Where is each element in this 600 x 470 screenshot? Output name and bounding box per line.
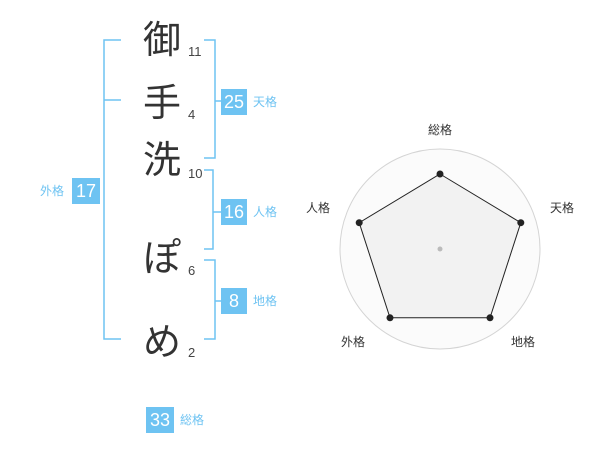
stroke-count-4: 6 bbox=[188, 263, 196, 278]
radar-point-3 bbox=[486, 314, 494, 322]
radar-label-tenkaku: 天格 bbox=[550, 200, 574, 215]
radar-label-gaikaku: 外格 bbox=[341, 334, 365, 349]
radar-label-chikaku: 地格 bbox=[511, 334, 535, 349]
name-char-4: ぽ bbox=[142, 236, 181, 280]
name-char-3: 洗 bbox=[142, 138, 181, 182]
radar-point-4 bbox=[386, 314, 394, 322]
radar-point-2 bbox=[517, 219, 525, 227]
chikaku-label: 地格 bbox=[253, 294, 278, 308]
name-char-1: 御 bbox=[142, 18, 181, 62]
gaikaku-label: 外格 bbox=[40, 184, 65, 198]
soukaku-value: 33 bbox=[146, 407, 174, 433]
radar-label-soukaku: 総格 bbox=[428, 122, 452, 137]
soukaku-label: 総格 bbox=[180, 413, 205, 427]
stroke-count-3: 10 bbox=[188, 166, 203, 181]
radar-data-polygon bbox=[358, 173, 522, 319]
radar-center-dot bbox=[437, 246, 443, 252]
name-char-2: 手 bbox=[142, 81, 181, 125]
tenkaku-label: 天格 bbox=[253, 95, 278, 109]
name-char-5: め bbox=[142, 320, 181, 364]
stroke-count-5: 2 bbox=[188, 345, 196, 360]
radar-point-5 bbox=[355, 219, 363, 227]
radar-label-jinkaku: 人格 bbox=[306, 200, 330, 215]
radar-point-1 bbox=[436, 170, 444, 178]
stroke-count-2: 4 bbox=[188, 107, 196, 122]
stroke-count-1: 11 bbox=[188, 44, 202, 59]
jinkaku-label: 人格 bbox=[253, 205, 278, 219]
jinkaku-value: 16 bbox=[221, 199, 247, 225]
chikaku-value: 8 bbox=[221, 288, 247, 314]
tenkaku-value: 25 bbox=[221, 89, 247, 115]
gaikaku-value: 17 bbox=[72, 178, 100, 204]
